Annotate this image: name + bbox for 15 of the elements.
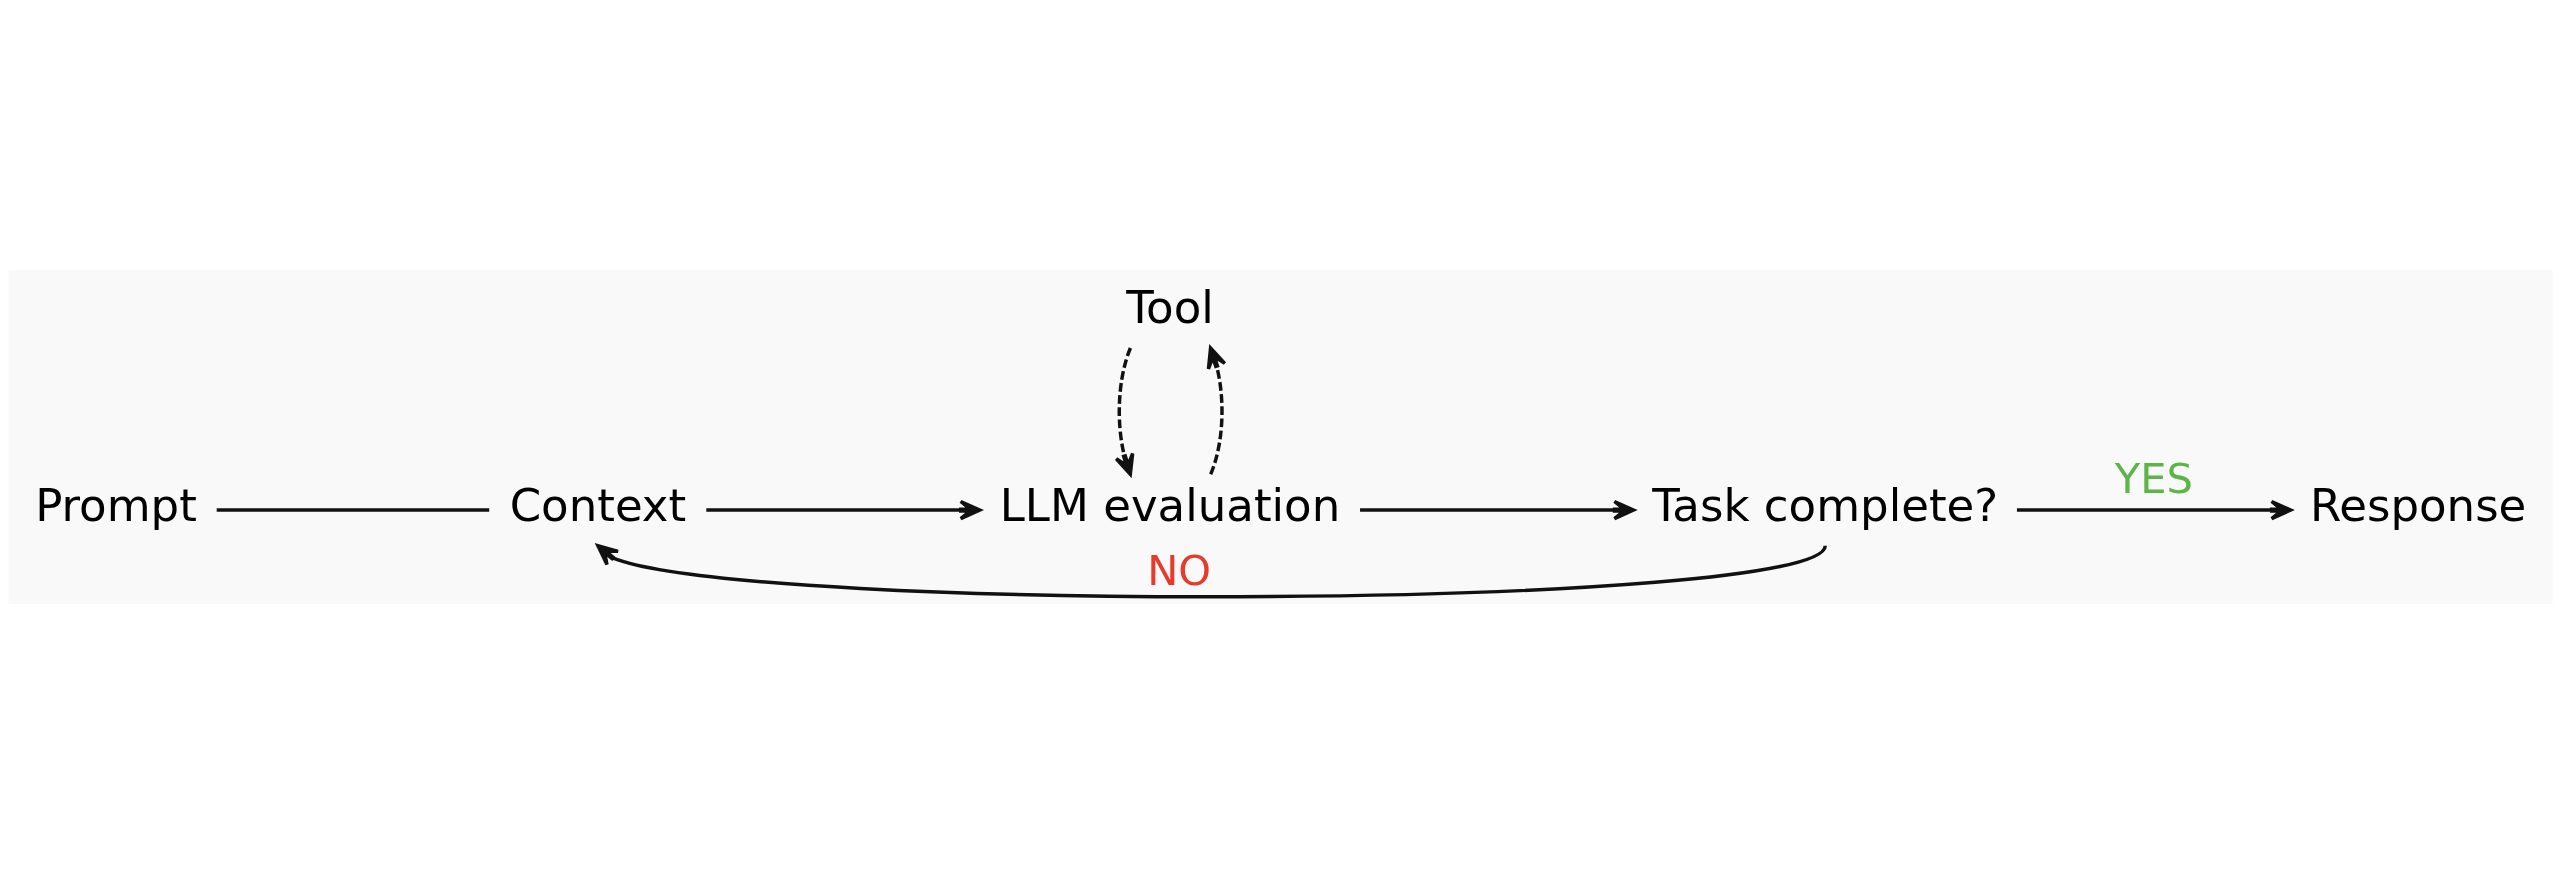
arrow bbox=[596, 543, 1827, 598]
node-text: Prompt bbox=[35, 478, 197, 532]
arrow bbox=[2016, 499, 2293, 520]
arrow bbox=[1206, 345, 1227, 475]
connector bbox=[216, 507, 490, 512]
arrow bbox=[706, 499, 982, 520]
edge-label: YES bbox=[2114, 453, 2193, 503]
arrow bbox=[1114, 346, 1135, 476]
arrow bbox=[1360, 499, 1636, 520]
node-text: LLM evaluation bbox=[999, 478, 1341, 532]
node-text: Tool bbox=[1126, 280, 1214, 334]
edge-label: NO bbox=[1147, 545, 1212, 595]
node-text: Response bbox=[2309, 478, 2527, 532]
node-text: Context bbox=[509, 478, 687, 532]
node-text: Task complete? bbox=[1652, 478, 1999, 532]
